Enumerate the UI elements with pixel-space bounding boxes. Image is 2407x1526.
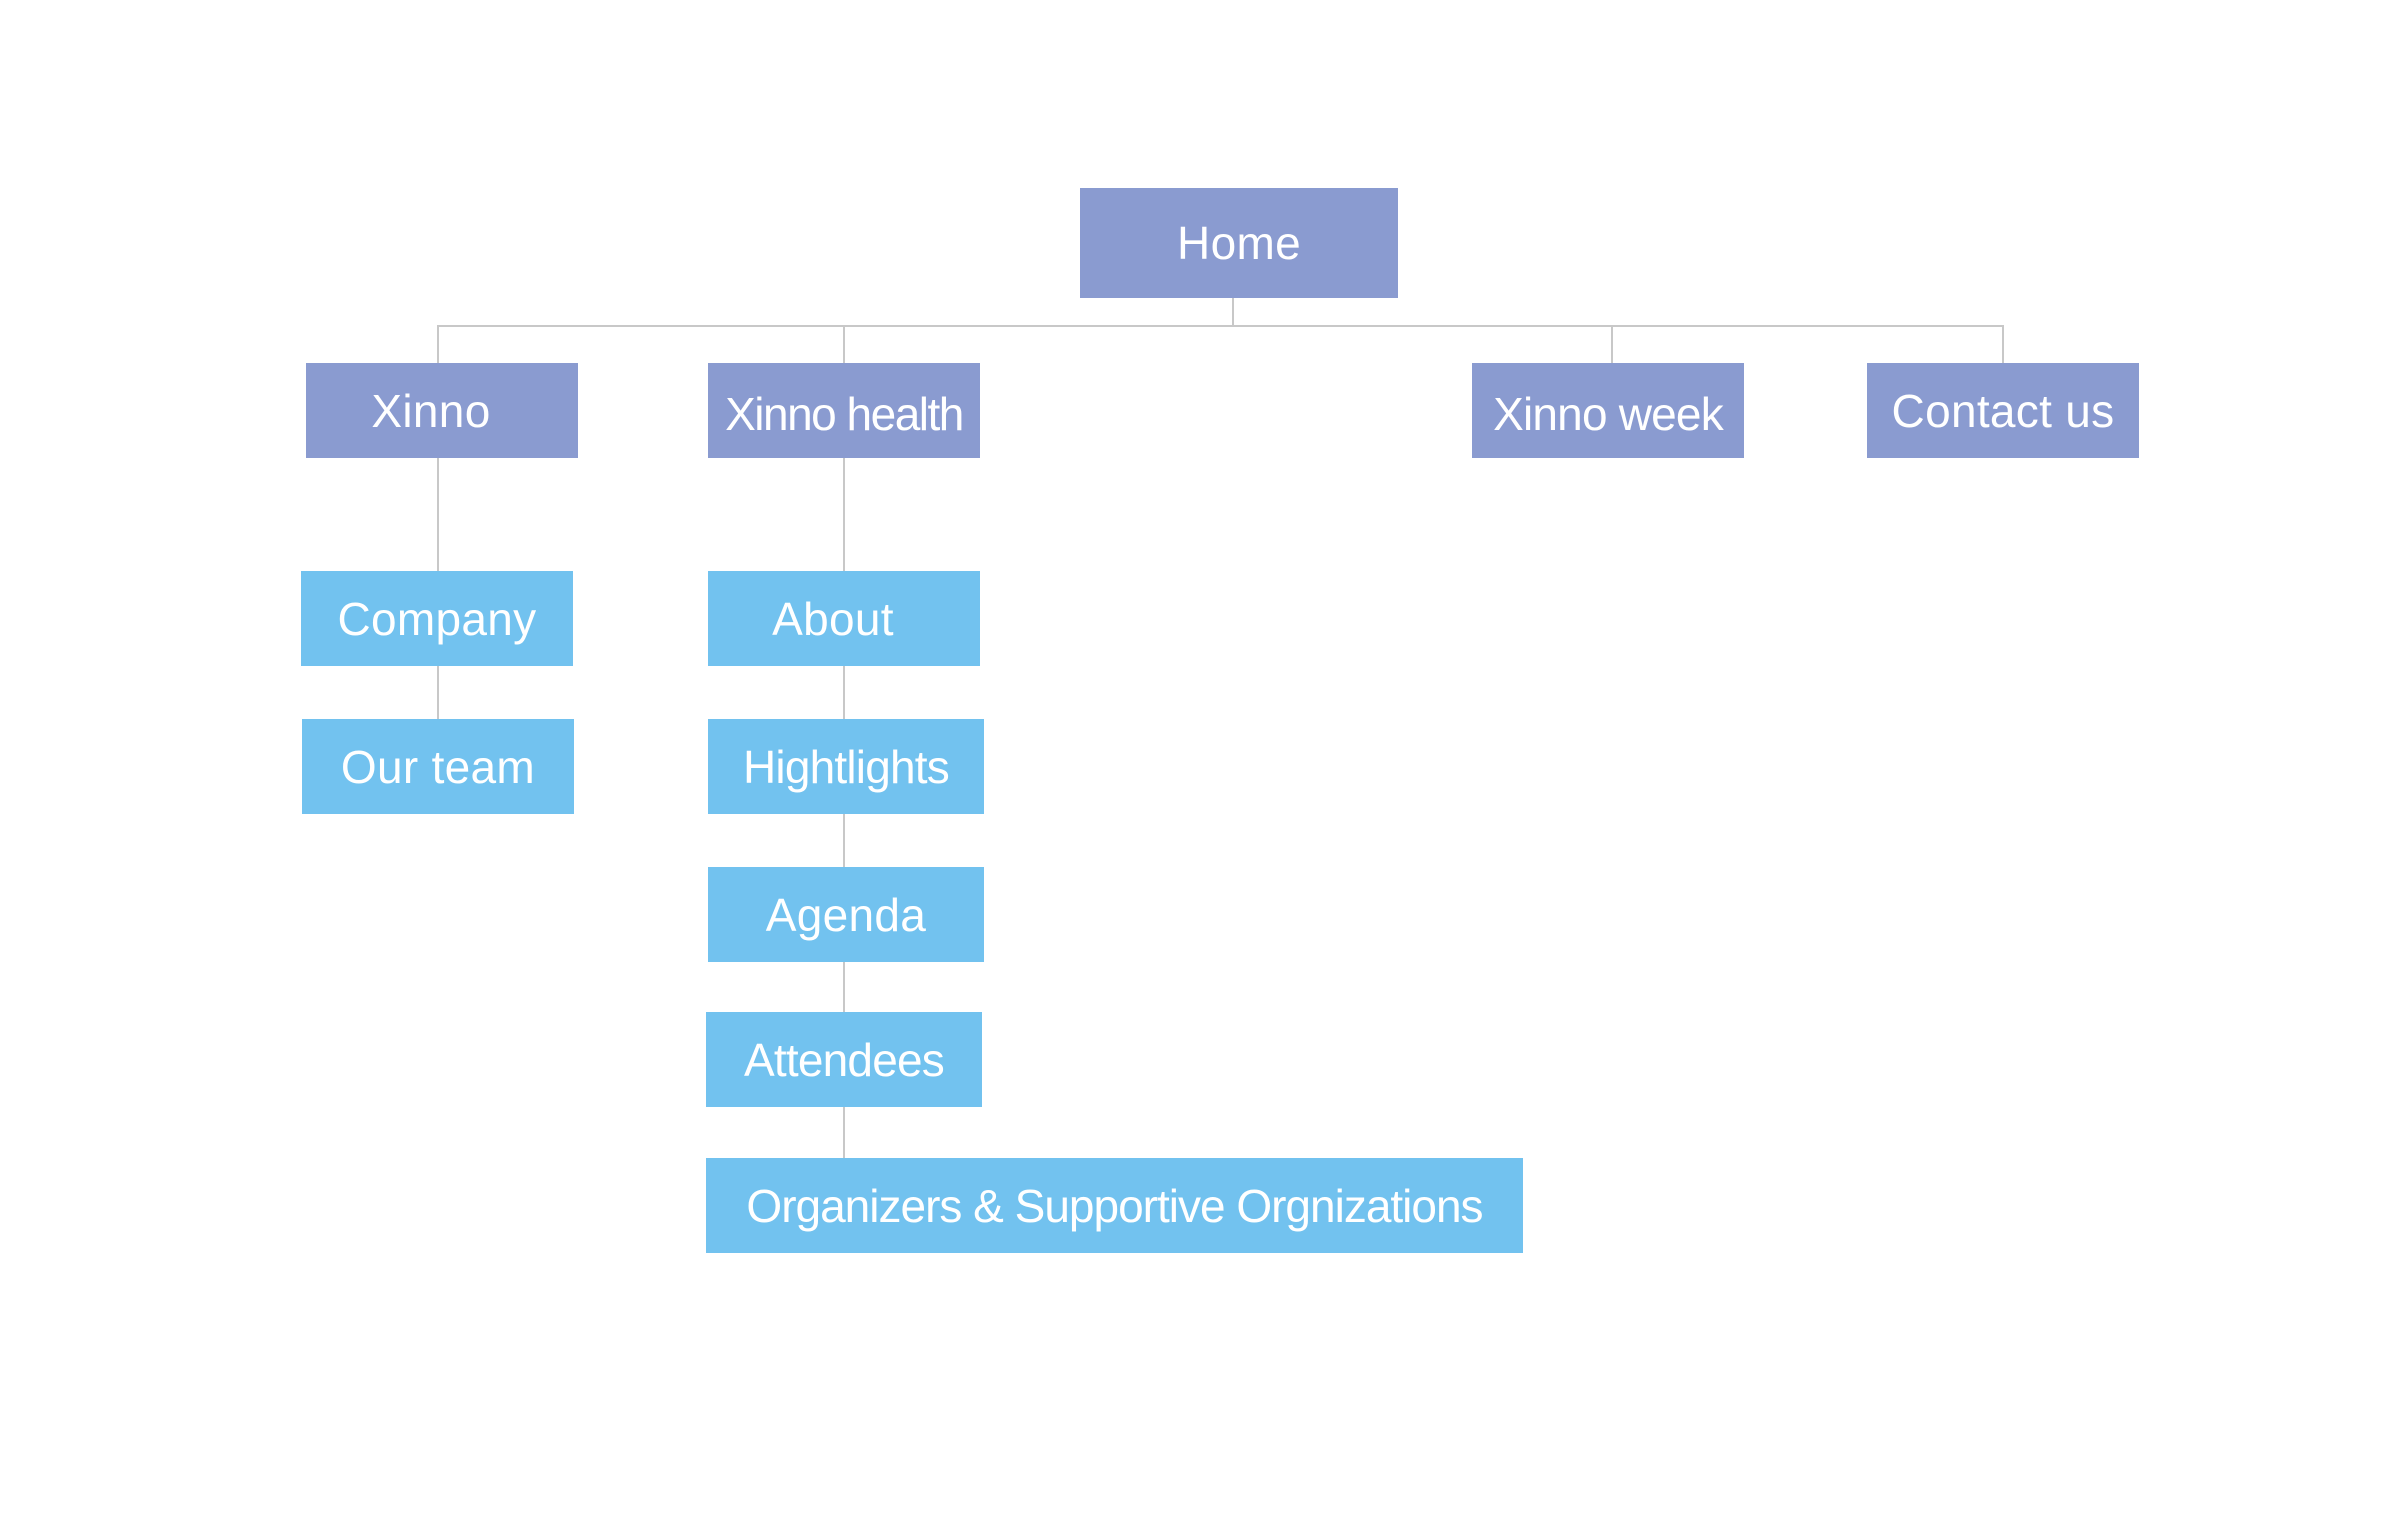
- connector-to-contact-us: [2002, 325, 2004, 363]
- node-our-team: Our team: [302, 719, 574, 814]
- connector-home-down: [1232, 298, 1234, 326]
- node-attendees: Attendees: [706, 1012, 982, 1107]
- node-contact-us: Contact us: [1867, 363, 2139, 458]
- node-xinno-week: Xinno week: [1472, 363, 1744, 458]
- node-organizers-supportive-orgnizations: Organizers & Supportive Orgnizations: [706, 1158, 1523, 1253]
- node-about: About: [708, 571, 980, 666]
- connector-to-xinno-health: [843, 325, 845, 363]
- node-home: Home: [1080, 188, 1398, 298]
- node-xinno: Xinno: [306, 363, 578, 458]
- node-hightlights: Hightlights: [708, 719, 984, 814]
- connector-to-xinno-week: [1611, 325, 1613, 363]
- connector-to-xinno: [437, 325, 439, 363]
- node-xinno-health: Xinno health: [708, 363, 980, 458]
- node-agenda: Agenda: [708, 867, 984, 962]
- connector-top-bar: [437, 325, 2003, 327]
- node-company: Company: [301, 571, 573, 666]
